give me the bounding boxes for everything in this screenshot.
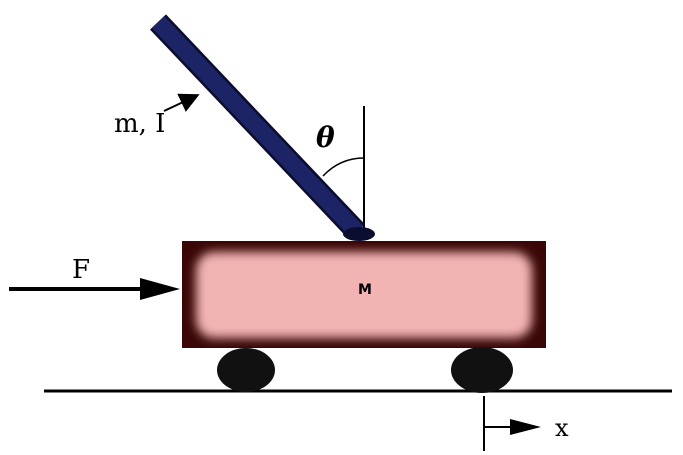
force-label: F: [72, 255, 90, 285]
pendulum-label: m, I: [114, 109, 165, 139]
position-arrowhead: [510, 419, 541, 435]
left-wheel: [217, 348, 275, 392]
position-label: x: [555, 414, 569, 442]
angle-label: θ: [316, 121, 335, 154]
angle-arc: [322, 157, 365, 177]
cart-mass-label: M: [358, 282, 372, 298]
pivot-joint: [343, 227, 375, 241]
right-wheel: [451, 347, 513, 393]
cart-body: [182, 241, 546, 348]
pendulum-pole-fill: [151, 16, 364, 238]
force-arrowhead: [140, 278, 180, 300]
pendulum-pointer-arrow: [163, 93, 200, 112]
